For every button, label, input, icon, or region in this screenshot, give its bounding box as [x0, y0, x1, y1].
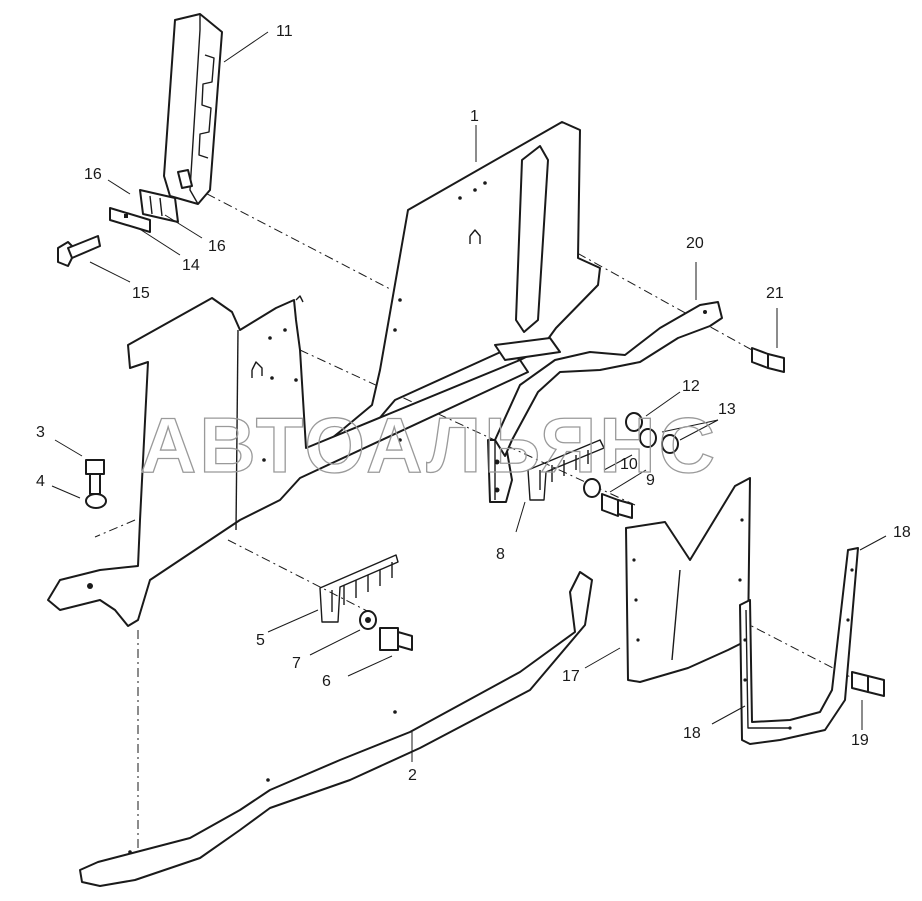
part-18-frame-strips: [739, 547, 859, 745]
callout-21: 21: [766, 285, 784, 302]
callout-12: 12: [682, 378, 700, 395]
callout-13: 13: [718, 401, 736, 418]
callout-19: 19: [851, 732, 869, 749]
part-11-bracket: [163, 13, 223, 205]
callout-9: 9: [646, 472, 655, 489]
leader-lines: [51, 31, 887, 762]
callout-16-bottom: 16: [208, 238, 226, 255]
callout-15: 15: [132, 285, 150, 302]
callout-4: 4: [36, 473, 45, 490]
part-10-comb-bracket: [527, 439, 605, 501]
washers-nuts: [85, 412, 679, 630]
part-5-comb-bracket: [319, 554, 399, 623]
callout-3: 3: [36, 424, 45, 441]
callout-8: 8: [496, 546, 505, 563]
callouts: 11 1 16 16 14 15 3 4 20 21 12 13 10 9 8 …: [36, 23, 911, 784]
callout-20: 20: [686, 235, 704, 252]
callout-10: 10: [620, 456, 638, 473]
callout-14: 14: [182, 257, 200, 274]
callout-18-right: 18: [893, 524, 911, 541]
callout-1: 1: [470, 108, 479, 125]
bolts: [85, 347, 885, 697]
callout-11: 11: [276, 23, 293, 40]
callout-6: 6: [322, 673, 331, 690]
callout-2: 2: [408, 767, 417, 784]
part-17-flap: [625, 477, 751, 683]
part-20-arm: [494, 301, 723, 457]
callout-7: 7: [292, 655, 301, 672]
left-frame-section: [47, 295, 529, 627]
part-16-14-15-clamp: [57, 189, 179, 267]
callout-16-top: 16: [84, 166, 102, 183]
callout-18-lower: 18: [683, 725, 701, 742]
watermark-text: АВТОАЛЬЯНС: [140, 401, 718, 489]
part-2-bottom-rail: [79, 571, 593, 887]
callout-17: 17: [562, 668, 580, 685]
callout-5: 5: [256, 632, 265, 649]
